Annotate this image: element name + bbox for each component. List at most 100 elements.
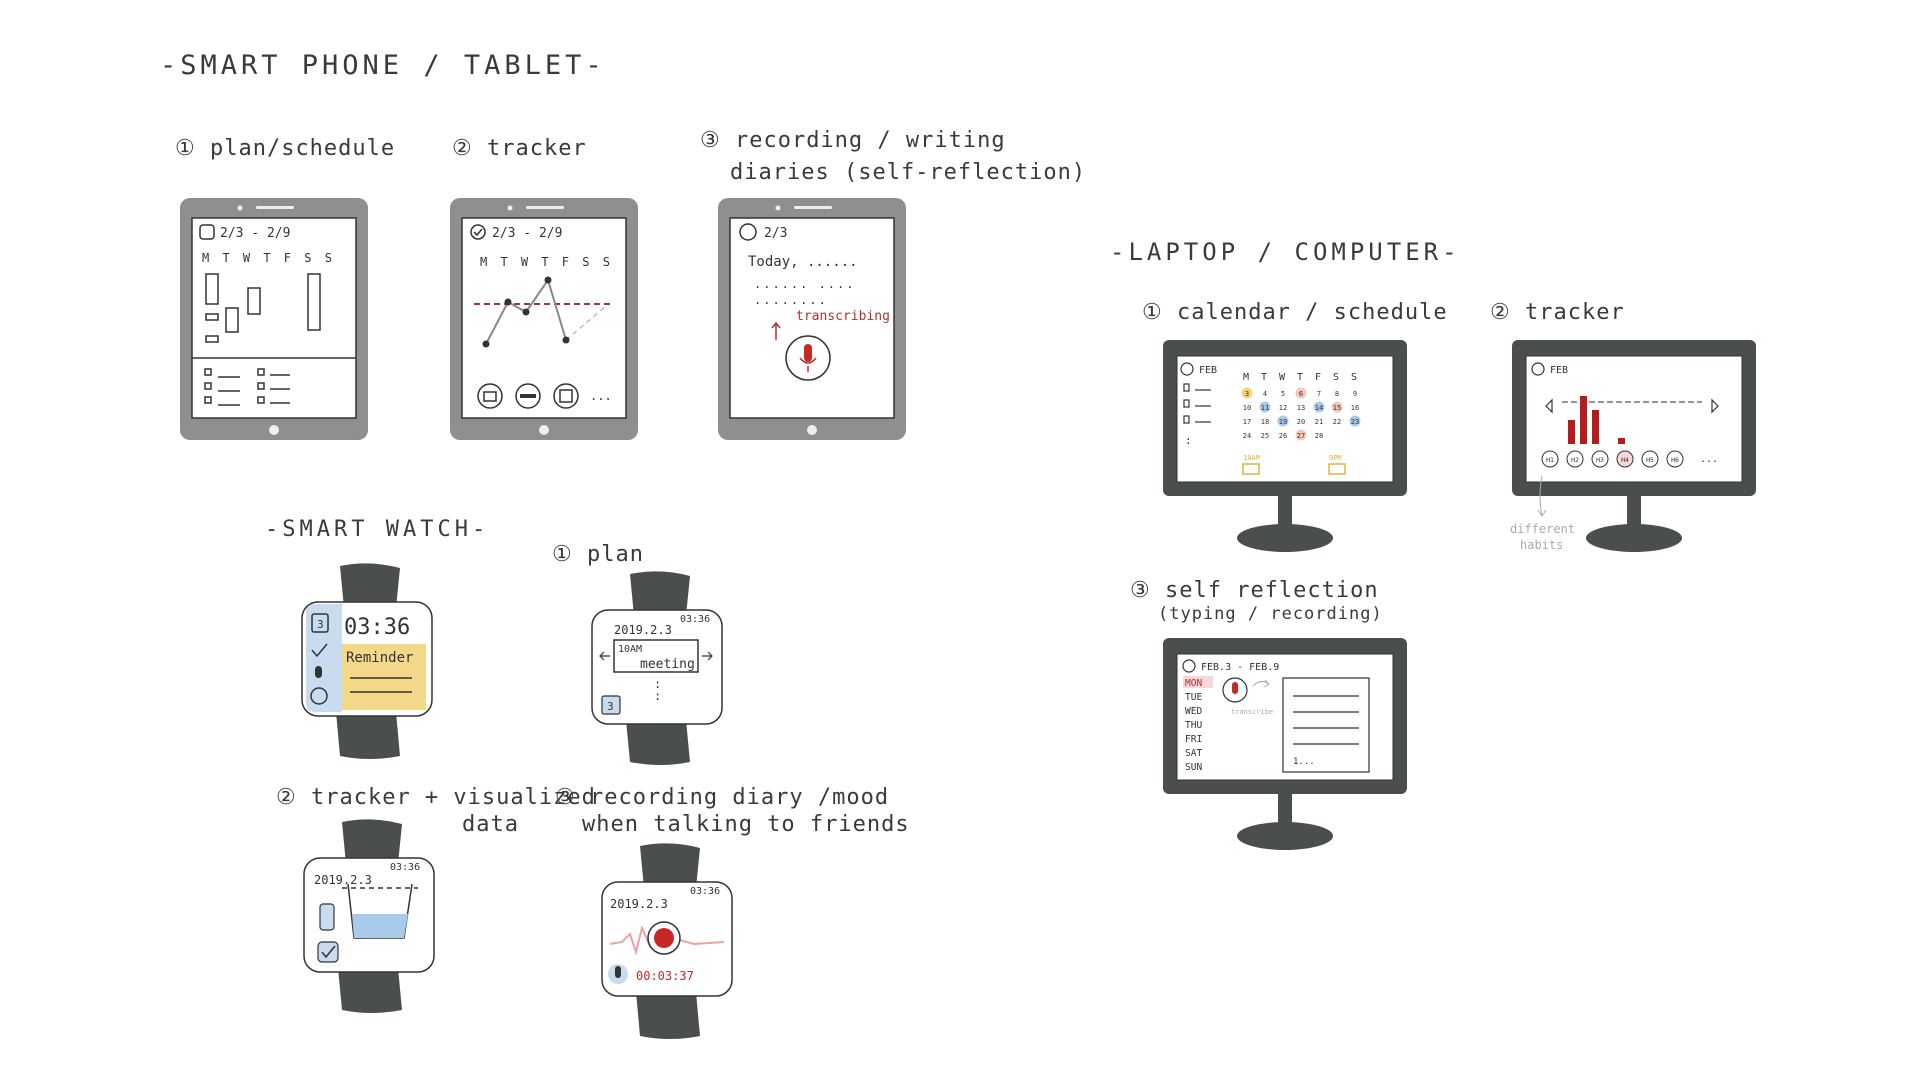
- phone-recording-label-2: diaries (self-reflection): [730, 160, 1087, 185]
- watch-plan: 03:36 2019.2.3 10AM meeting : : 3: [591, 571, 723, 765]
- calendar-day[interactable]: 28: [1315, 432, 1323, 440]
- calendar-icon: [311, 613, 329, 633]
- calendar-day[interactable]: 10: [1243, 404, 1251, 412]
- calendar-day[interactable]: 5: [1281, 390, 1285, 398]
- calendar-day[interactable]: 6: [1299, 390, 1303, 398]
- reflection-day[interactable]: FRI: [1185, 734, 1202, 745]
- calendar-day[interactable]: 13: [1297, 404, 1305, 412]
- watch-tracker-time: 03:36: [390, 862, 420, 873]
- svg-text::: :: [1185, 434, 1192, 447]
- calendar-day-highlight: [1349, 415, 1361, 427]
- watch-section-title: -SMART WATCH-: [265, 517, 490, 542]
- watch-recording-time: 03:36: [690, 886, 720, 897]
- monitor-reflection: FEB.3 - FEB.9 MON TUE WED THU FRI SAT SUN tran…: [1163, 638, 1407, 850]
- reflection-transcribe: transcribe: [1231, 708, 1273, 716]
- habit-circle-icon[interactable]: [1566, 450, 1584, 468]
- laptop-tracker-label: ② tracker: [1490, 300, 1625, 325]
- book-icon: [553, 383, 579, 409]
- habit-label: H6: [1671, 456, 1679, 464]
- watch-tracker-date: 2019.2.3: [314, 873, 372, 887]
- reflection-day[interactable]: TUE: [1185, 692, 1202, 703]
- diary-icon: [1182, 659, 1196, 673]
- phone-section-title: -SMART PHONE / TABLET-: [160, 50, 606, 81]
- phone-recording-label-1: ③ recording / writing: [700, 128, 1006, 153]
- calendar-day-grid: 3 4 5 6 7 8 9 10 11 12 13 14 15 16 17 18 19 20 21 22 23 24 25 2…: [1241, 387, 1361, 441]
- calendar-day[interactable]: 23: [1351, 418, 1359, 426]
- calendar-day[interactable]: 8: [1335, 390, 1339, 398]
- habit-note-2: habits: [1520, 538, 1564, 552]
- calendar-day[interactable]: 11: [1261, 404, 1269, 412]
- calendar-day[interactable]: 21: [1315, 418, 1323, 426]
- calendar-day[interactable]: 18: [1261, 418, 1269, 426]
- calendar-day[interactable]: 4: [1263, 390, 1267, 398]
- reflection-day[interactable]: THU: [1185, 720, 1202, 731]
- habit-circle-icon[interactable]: [1616, 450, 1634, 468]
- calendar-day[interactable]: 7: [1317, 390, 1321, 398]
- calendar-weekday: W: [1279, 372, 1286, 383]
- tablet-tracker-date: 2/3 - 2/9: [492, 226, 562, 241]
- calendar-day-highlight: [1331, 401, 1343, 413]
- arrow-right-icon: [702, 651, 713, 661]
- calendar-day[interactable]: 12: [1279, 404, 1287, 412]
- watch-main-time: 03:36: [344, 615, 410, 640]
- calendar-weekday: S: [1333, 372, 1339, 383]
- reflection-day[interactable]: SUN: [1185, 762, 1202, 773]
- calendar-event-2: 9PM: [1329, 454, 1342, 462]
- calendar-day[interactable]: 19: [1279, 418, 1287, 426]
- watch-plan-time: 03:36: [680, 614, 710, 625]
- reflection-doc-end: 1...: [1293, 757, 1315, 767]
- tablet-plan-schedule: 2/3 - 2/9 M T W T F S S: [180, 198, 368, 440]
- calendar-day[interactable]: 22: [1333, 418, 1341, 426]
- calendar-day-highlight: [1295, 387, 1307, 399]
- calendar-day[interactable]: 9: [1353, 390, 1357, 398]
- calendar-day-highlight: [1241, 387, 1253, 399]
- calendar-day[interactable]: 3: [1245, 390, 1249, 398]
- calendar-weekday: F: [1315, 372, 1321, 383]
- reflection-range: FEB.3 - FEB.9: [1201, 662, 1279, 673]
- reflection-day[interactable]: WED: [1185, 706, 1202, 717]
- prev-arrow-icon: [1545, 398, 1553, 414]
- tablet-tracker-weekdays: M T W T F S S: [480, 255, 613, 269]
- arrow-left-icon: [599, 651, 610, 661]
- habit-circle-icon[interactable]: [1591, 450, 1609, 468]
- watch-plan-calendar-number: 3: [607, 700, 614, 713]
- tablet-recording: 2/3 Today, ...... ...... .... ........ t…: [718, 198, 906, 440]
- watch-reminder: 3 03:36 Reminder: [301, 563, 433, 759]
- calendar-day[interactable]: 15: [1333, 404, 1341, 412]
- watch-tracker: 03:36 2019.2.3: [303, 819, 435, 1013]
- phone-tracker-label: ② tracker: [452, 136, 587, 161]
- check-icon: [321, 945, 336, 959]
- calendar-day-highlight: [1295, 429, 1307, 441]
- check-icon: [470, 224, 486, 240]
- habit-circle-icon[interactable]: [1641, 450, 1659, 468]
- calendar-day[interactable]: 20: [1297, 418, 1305, 426]
- calendar-day-highlight: [1277, 415, 1289, 427]
- reflection-day[interactable]: MON: [1185, 678, 1202, 689]
- habit-circle-icon[interactable]: [1541, 450, 1559, 468]
- watch-recording-label-2: when talking to friends: [582, 812, 910, 837]
- laptop-tracker-month: FEB: [1550, 365, 1568, 376]
- watch-tracker-label-2: data: [462, 812, 519, 837]
- calendar-day[interactable]: 24: [1243, 432, 1251, 440]
- habit-circle-icon[interactable]: [1666, 450, 1684, 468]
- bottle-icon: [319, 903, 335, 931]
- heart-icon: [1531, 362, 1545, 376]
- calendar-day[interactable]: 26: [1279, 432, 1287, 440]
- calendar-day[interactable]: 27: [1297, 432, 1305, 440]
- habit-label: H4: [1621, 456, 1629, 464]
- calendar-day[interactable]: 16: [1351, 404, 1359, 412]
- calendar-day[interactable]: 25: [1261, 432, 1269, 440]
- reflection-day[interactable]: SAT: [1185, 748, 1202, 759]
- tablet-transcribe-text: transcribing: [796, 309, 890, 324]
- microphone-icon: [315, 666, 322, 678]
- reflection-day-list: MON TUE WED THU FRI SAT SUN: [1185, 678, 1202, 773]
- calendar-day[interactable]: 14: [1315, 404, 1323, 412]
- habit-label: H2: [1571, 456, 1579, 464]
- habit-label: H3: [1596, 456, 1604, 464]
- calendar-day[interactable]: 17: [1243, 418, 1251, 426]
- habit-label: H5: [1646, 456, 1654, 464]
- habit-note-arrow: [1537, 475, 1547, 517]
